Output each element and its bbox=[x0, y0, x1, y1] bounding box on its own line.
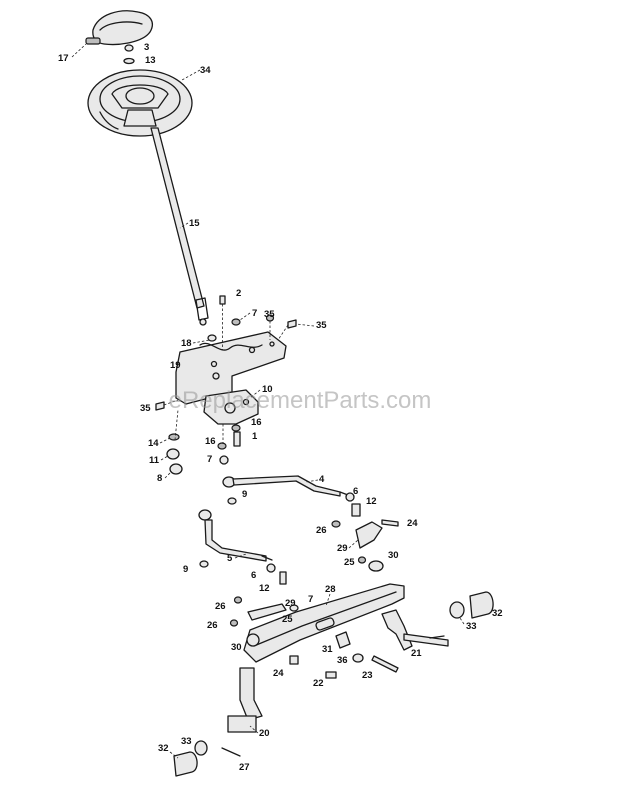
callout-25: 25 bbox=[344, 557, 355, 568]
callout-25: 25 bbox=[282, 614, 293, 625]
callout-29: 29 bbox=[285, 598, 296, 609]
callout-35: 35 bbox=[316, 320, 327, 331]
left-steering-arm bbox=[229, 596, 299, 627]
callout-32: 32 bbox=[158, 743, 169, 754]
callout-9: 9 bbox=[242, 489, 247, 500]
steering-shaft bbox=[150, 127, 209, 326]
right-steering-arm bbox=[331, 519, 399, 572]
callout-33: 33 bbox=[466, 621, 477, 632]
callout-12: 12 bbox=[366, 496, 377, 507]
callout-35: 35 bbox=[140, 403, 151, 414]
callout-17: 17 bbox=[58, 53, 69, 64]
ball-joint-lower bbox=[266, 563, 287, 585]
callout-4: 4 bbox=[319, 474, 325, 485]
callout-32: 32 bbox=[492, 608, 503, 619]
callout-7: 7 bbox=[308, 594, 313, 605]
callout-10: 10 bbox=[262, 384, 273, 395]
callout-labels: 17 3 13 34 15 2 7 35 35 18 19 10 35 16 1… bbox=[58, 42, 503, 773]
left-spindle bbox=[173, 667, 263, 777]
callout-9: 9 bbox=[183, 564, 188, 575]
callout-26: 26 bbox=[215, 601, 226, 612]
callout-5: 5 bbox=[227, 553, 233, 564]
callout-24: 24 bbox=[407, 518, 418, 529]
steering-wheel-cap bbox=[85, 10, 153, 46]
callout-19: 19 bbox=[170, 360, 181, 371]
callout-15: 15 bbox=[189, 218, 200, 229]
axle-bushings bbox=[246, 631, 399, 679]
callout-8: 8 bbox=[157, 473, 162, 484]
callout-13: 13 bbox=[145, 55, 156, 66]
callout-30: 30 bbox=[388, 550, 399, 561]
front-axle bbox=[243, 583, 405, 663]
callout-28: 28 bbox=[325, 584, 336, 595]
callout-21: 21 bbox=[411, 648, 422, 659]
hardware-3-13 bbox=[123, 44, 135, 65]
callout-14: 14 bbox=[148, 438, 159, 449]
callout-34: 34 bbox=[200, 65, 211, 76]
left-hardware bbox=[155, 399, 183, 475]
callout-31: 31 bbox=[322, 644, 333, 655]
callout-11: 11 bbox=[149, 455, 160, 466]
callout-16: 16 bbox=[205, 436, 216, 447]
right-spindle bbox=[381, 591, 494, 651]
callout-23: 23 bbox=[362, 670, 373, 681]
callout-16: 16 bbox=[251, 417, 262, 428]
callout-33: 33 bbox=[181, 736, 192, 747]
drag-link-4 bbox=[222, 475, 349, 505]
callout-6: 6 bbox=[251, 570, 256, 581]
callout-24: 24 bbox=[273, 668, 284, 679]
ball-joint-upper bbox=[345, 492, 361, 517]
callout-6: 6 bbox=[353, 486, 358, 497]
drag-link-5 bbox=[198, 509, 273, 568]
callout-26: 26 bbox=[316, 525, 327, 536]
callout-12: 12 bbox=[259, 583, 270, 594]
callout-27: 27 bbox=[239, 762, 250, 773]
steering-support-plate bbox=[175, 331, 287, 405]
callout-7: 7 bbox=[207, 454, 212, 465]
callout-22: 22 bbox=[313, 678, 324, 689]
callout-1: 1 bbox=[252, 431, 258, 442]
callout-30: 30 bbox=[231, 642, 242, 653]
callout-36: 36 bbox=[337, 655, 348, 666]
callout-18: 18 bbox=[181, 338, 192, 349]
center-hardware bbox=[217, 424, 241, 465]
callout-35: 35 bbox=[264, 309, 275, 320]
watermark: eReplacementParts.com bbox=[168, 387, 432, 414]
sector-bracket bbox=[203, 389, 259, 425]
callout-2: 2 bbox=[236, 288, 241, 299]
plate-hardware bbox=[207, 295, 297, 350]
steering-wheel bbox=[87, 69, 193, 137]
callout-26: 26 bbox=[207, 620, 218, 631]
callout-7: 7 bbox=[252, 308, 257, 319]
callout-20: 20 bbox=[259, 728, 270, 739]
callout-3: 3 bbox=[144, 42, 149, 53]
callout-29: 29 bbox=[337, 543, 348, 554]
